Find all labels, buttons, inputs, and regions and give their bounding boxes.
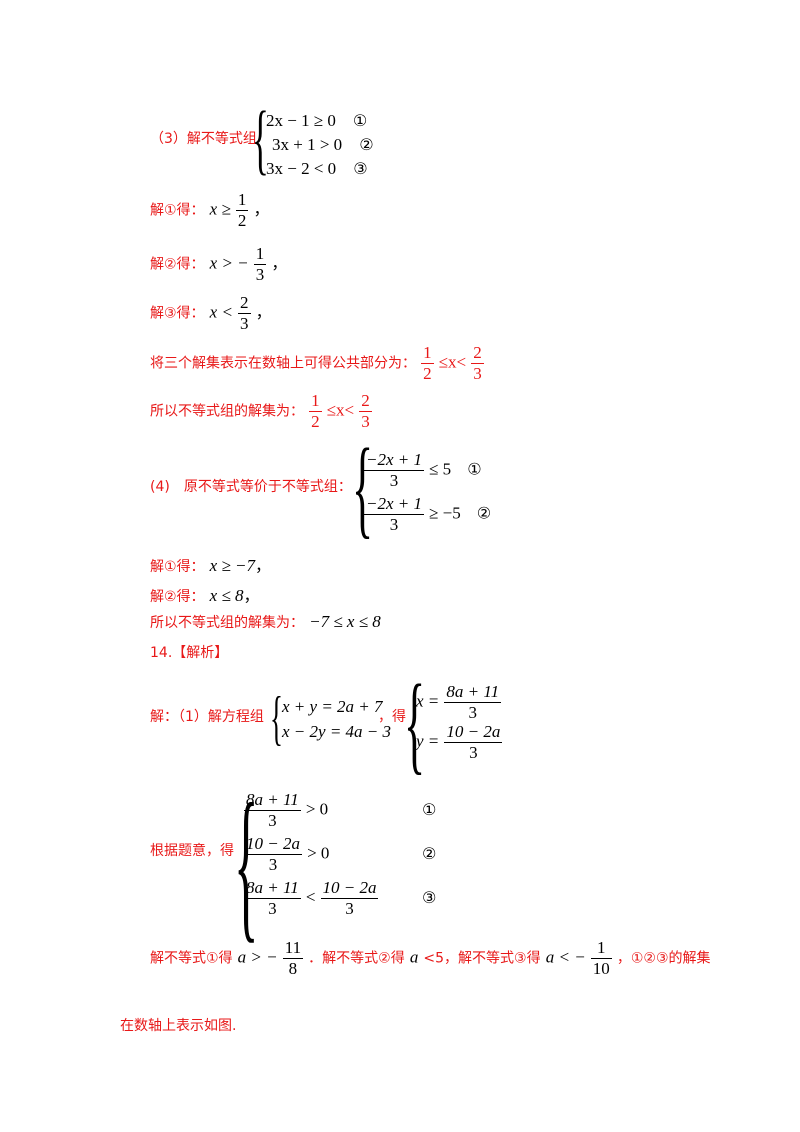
q14-sys-eq1: x + y = 2a + 7 bbox=[282, 697, 383, 716]
part3-brace: { bbox=[252, 95, 269, 182]
part3-eq3: 3x − 2 < 0 ③ bbox=[266, 159, 368, 178]
q14-heading: 14.【解析】 bbox=[150, 645, 229, 661]
q14-cond-label: 根据题意，得 bbox=[150, 843, 234, 859]
q14-intro: 解：（1）解方程组 bbox=[150, 709, 264, 725]
part4-sol2: 解②得： x ≤ 8， bbox=[150, 586, 260, 605]
part4-label: (4) 原不等式等价于不等式组： bbox=[150, 479, 352, 495]
q14-marker3: ③ bbox=[422, 888, 437, 907]
part3-eq1: 2x − 1 ≥ 0 ① bbox=[266, 111, 368, 130]
q14-result-line2: 在数轴上表示如图. bbox=[120, 1018, 237, 1034]
part3-label: （3）解不等式组 bbox=[150, 131, 257, 147]
q14-cond-brace: { bbox=[234, 769, 259, 957]
q14-sys-eq2: x − 2y = 4a − 3 bbox=[282, 722, 392, 741]
q14-get: ，得 bbox=[378, 709, 406, 725]
q14-sys-brace: { bbox=[270, 685, 283, 751]
part4-sol1: 解①得： x ≥ −7， bbox=[150, 556, 272, 575]
q14-sol-brace: { bbox=[404, 662, 426, 784]
part4-final: 所以不等式组的解集为： −7 ≤ x ≤ 8 bbox=[150, 612, 381, 631]
q14-marker1: ① bbox=[422, 800, 437, 819]
q14-marker2: ② bbox=[422, 844, 437, 863]
part3-eq2: 3x + 1 > 0 ② bbox=[272, 135, 374, 154]
